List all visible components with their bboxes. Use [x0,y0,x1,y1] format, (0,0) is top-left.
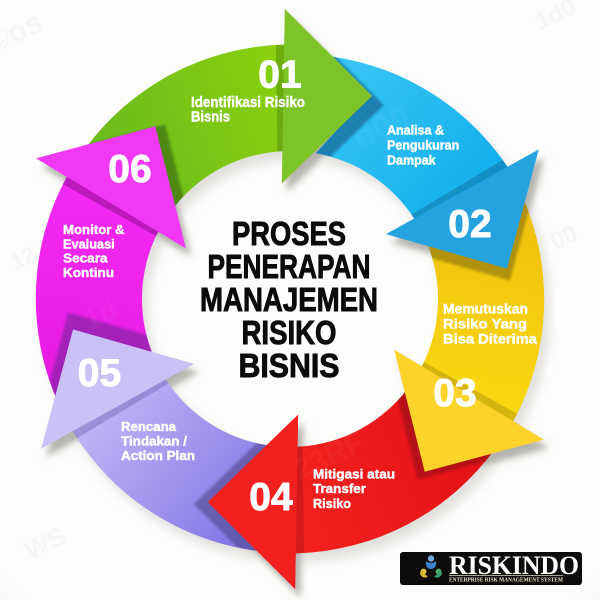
svg-text:Dampak: Dampak [387,154,436,168]
svg-text:Evaluasi: Evaluasi [63,236,115,251]
svg-text:Analisa &: Analisa & [387,124,444,138]
svg-text:Mitigasi atau: Mitigasi atau [313,467,395,482]
svg-text:Transfer: Transfer [313,481,366,496]
svg-text:RISIKO: RISIKO [242,314,337,351]
svg-text:04: 04 [249,476,293,519]
svg-text:Pengukuran: Pengukuran [387,139,459,153]
svg-text:PENERAPAN: PENERAPAN [208,248,371,285]
svg-text:Risiko: Risiko [313,496,351,511]
svg-text:ENTERPRISE RISK MANAGEMENT SYS: ENTERPRISE RISK MANAGEMENT SYSTEM [449,578,563,584]
svg-text:Secara: Secara [63,251,108,266]
svg-text:06: 06 [108,148,151,191]
svg-text:Risiko Yang: Risiko Yang [443,317,527,332]
svg-text:Identifikasi Risiko: Identifikasi Risiko [191,94,305,111]
svg-text:Kontinu: Kontinu [63,265,114,280]
svg-text:01: 01 [258,54,301,97]
svg-text:05: 05 [78,352,121,395]
svg-text:MANAJEMEN: MANAJEMEN [200,281,378,318]
svg-text:Bisa Diterima: Bisa Diterima [443,332,538,347]
svg-text:BISNIS: BISNIS [239,347,340,384]
svg-text:Tindakan /: Tindakan / [121,434,187,449]
svg-text:Action Plan: Action Plan [121,448,195,463]
svg-text:Memutuskan: Memutuskan [443,302,528,317]
svg-text:RISKINDO: RISKINDO [449,551,579,580]
svg-text:03: 03 [433,372,476,415]
svg-text:02: 02 [448,203,491,246]
svg-text:Monitor &: Monitor & [63,222,125,237]
svg-text:Rencana: Rencana [121,419,177,434]
svg-text:Bisnis: Bisnis [191,109,230,126]
svg-text:PROSES: PROSES [232,215,346,252]
